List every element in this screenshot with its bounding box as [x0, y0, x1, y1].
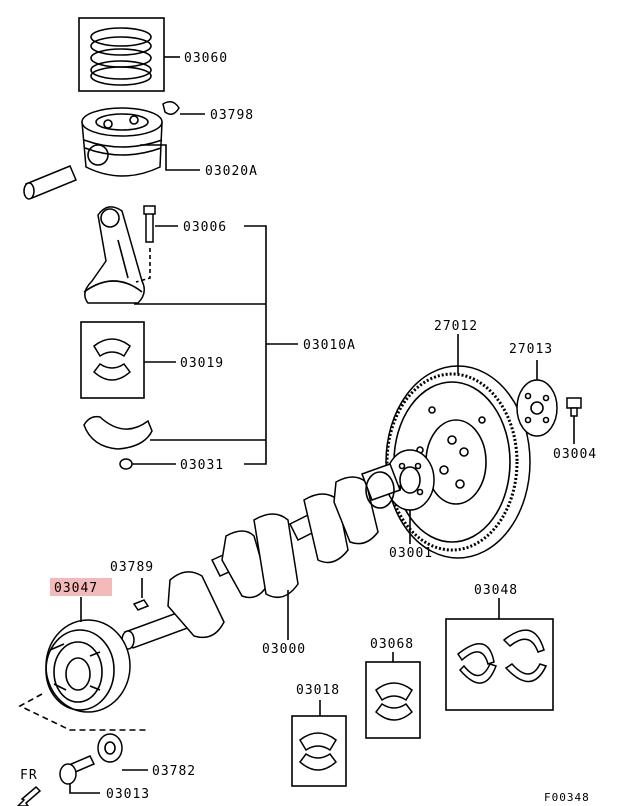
key-part[interactable] [132, 599, 150, 611]
label-03031[interactable]: 03031 [180, 458, 224, 473]
pulley-dashed-line [18, 693, 148, 731]
pulley-bolt-part[interactable] [59, 755, 96, 785]
piston-part[interactable] [81, 107, 163, 177]
bolt-dashed-line [135, 248, 151, 283]
rod-bolt-part[interactable] [143, 205, 156, 243]
snap-ring-part[interactable] [162, 101, 180, 115]
label-03000[interactable]: 03000 [262, 642, 306, 657]
label-03001[interactable]: 03001 [389, 546, 433, 561]
flywheel-bolt-part[interactable] [566, 397, 582, 417]
washer-part[interactable] [97, 733, 123, 763]
flywheel-part[interactable] [385, 365, 531, 559]
crankshaft-part[interactable] [121, 463, 401, 650]
label-03060[interactable]: 03060 [184, 51, 228, 66]
main-bearing-upper-part[interactable] [365, 661, 421, 739]
front-direction-arrow-icon [16, 785, 42, 806]
connecting-rod-part[interactable] [83, 206, 145, 304]
label-03010A[interactable]: 03010A [303, 338, 356, 353]
label-03013[interactable]: 03013 [106, 787, 150, 802]
leader-03020A [140, 144, 200, 171]
bracket-03010A [244, 225, 267, 465]
label-03782[interactable]: 03782 [152, 764, 196, 779]
main-bearing-lower-part[interactable] [291, 715, 347, 787]
conrod-bearing-part[interactable] [80, 321, 145, 399]
thrust-bearing-part[interactable] [445, 618, 554, 711]
label-03006[interactable]: 03006 [183, 220, 227, 235]
label-03019[interactable]: 03019 [180, 356, 224, 371]
label-03018[interactable]: 03018 [296, 683, 340, 698]
label-03798[interactable]: 03798 [210, 108, 254, 123]
rod-nut-part[interactable] [119, 458, 133, 470]
adapter-plate-part[interactable] [516, 379, 558, 437]
label-27013[interactable]: 27013 [509, 342, 553, 357]
label-03068[interactable]: 03068 [370, 637, 414, 652]
damper-pulley-part[interactable] [45, 619, 131, 713]
direction-label: FR [20, 768, 38, 783]
rod-cap-part[interactable] [83, 415, 153, 450]
piston-pin-part[interactable] [23, 165, 77, 200]
label-27012[interactable]: 27012 [434, 319, 478, 334]
label-03789[interactable]: 03789 [110, 560, 154, 575]
figure-code: F00348 [544, 791, 590, 804]
label-03048[interactable]: 03048 [474, 583, 518, 598]
piston-rings-part[interactable] [78, 17, 165, 92]
label-03004[interactable]: 03004 [553, 447, 597, 462]
leader-03013 [69, 784, 100, 794]
label-03020A[interactable]: 03020A [205, 164, 258, 179]
highlight-03047 [50, 578, 112, 596]
label-03047[interactable]: 03047 [54, 581, 98, 596]
